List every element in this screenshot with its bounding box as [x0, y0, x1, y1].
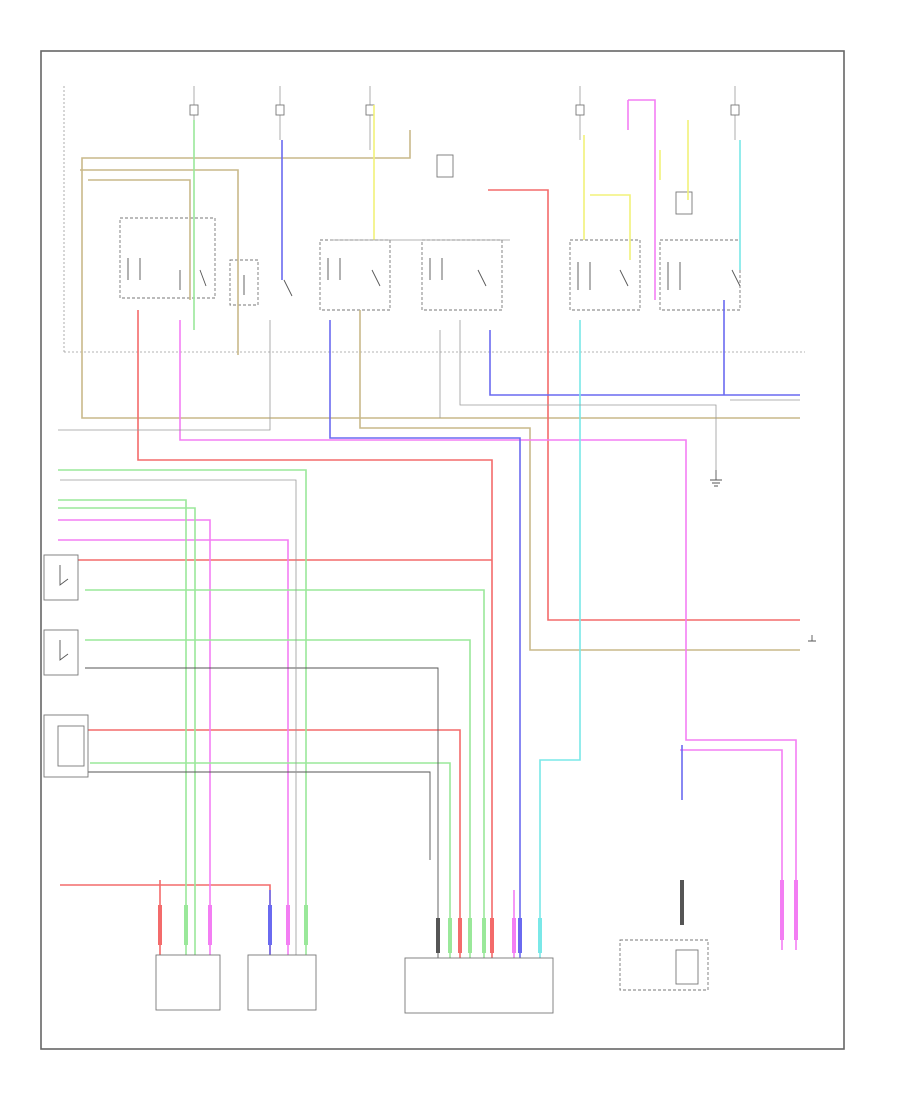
yellow-wires	[373, 105, 689, 260]
fuse-feeds	[189, 86, 740, 150]
left-sensors	[43, 554, 89, 778]
diagram-frame	[40, 50, 845, 1050]
connector-pins	[158, 880, 798, 953]
relay-boxes	[119, 154, 741, 311]
grey-wires	[58, 239, 800, 960]
green-wires	[58, 120, 485, 960]
ground-symbols	[710, 470, 816, 642]
cyan-wires	[539, 140, 741, 960]
bottom-connectors	[155, 939, 709, 1014]
tan-wires	[80, 130, 800, 651]
blue-wires	[269, 140, 800, 960]
